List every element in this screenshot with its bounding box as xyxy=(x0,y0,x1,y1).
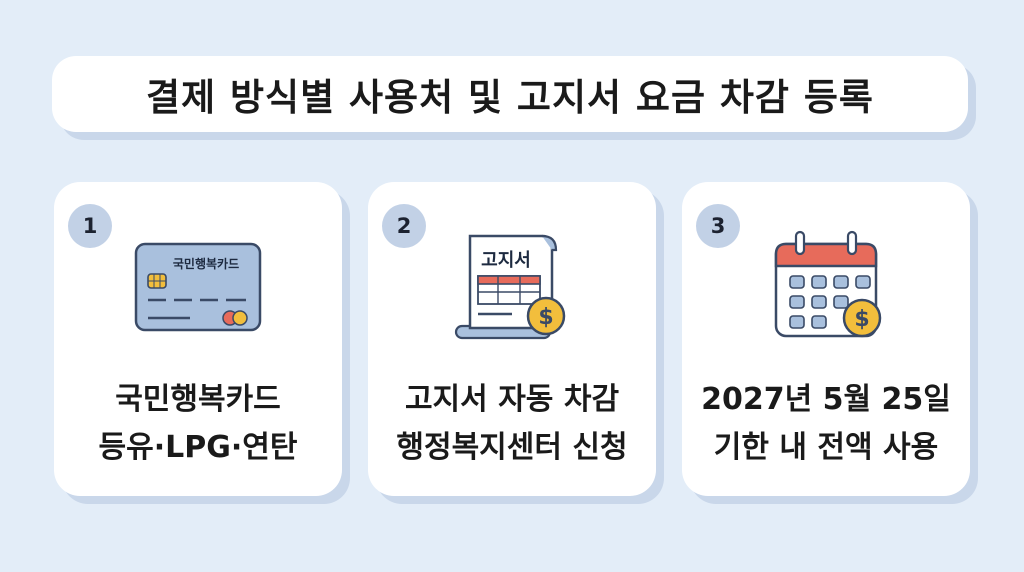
card-2-line-1: 고지서 자동 차감 xyxy=(404,382,620,417)
bill-document-icon: 고지서 $ xyxy=(454,234,566,340)
card-2-line-2: 행정복지센터 신청 xyxy=(396,430,628,465)
card-1-line-2: 등유·LPG·연탄 xyxy=(98,430,298,465)
page-title: 결제 방식별 사용처 및 고지서 요금 차감 등록 xyxy=(146,76,874,119)
calendar-icon: $ xyxy=(774,230,882,338)
svg-text:$: $ xyxy=(538,305,553,330)
step-badge-3: 3 xyxy=(696,204,740,248)
info-card-3: 3 $ 2027년 5월 25일 기한 내 전액 사용 xyxy=(682,182,970,496)
title-banner: 결제 방식별 사용처 및 고지서 요금 차감 등록 xyxy=(52,56,968,132)
svg-text:$: $ xyxy=(854,307,869,332)
card-3-line-1: 2027년 5월 25일 xyxy=(701,382,951,417)
step-badge-1: 1 xyxy=(68,204,112,248)
info-card-1: 1 국민행복카드 국민행복카드 등유·LPG·연탄 xyxy=(54,182,342,496)
card-illustration-label: 국민행복카드 xyxy=(173,256,239,271)
step-badge-2: 2 xyxy=(382,204,426,248)
card-3-line-2: 기한 내 전액 사용 xyxy=(713,430,939,465)
info-card-2: 2 고지서 $ 고지서 자동 차감 행정복지센터 신청 xyxy=(368,182,656,496)
card-1-line-1: 국민행복카드 xyxy=(115,382,281,417)
credit-card-icon: 국민행복카드 xyxy=(134,242,262,332)
bill-illustration-label: 고지서 xyxy=(481,250,531,271)
